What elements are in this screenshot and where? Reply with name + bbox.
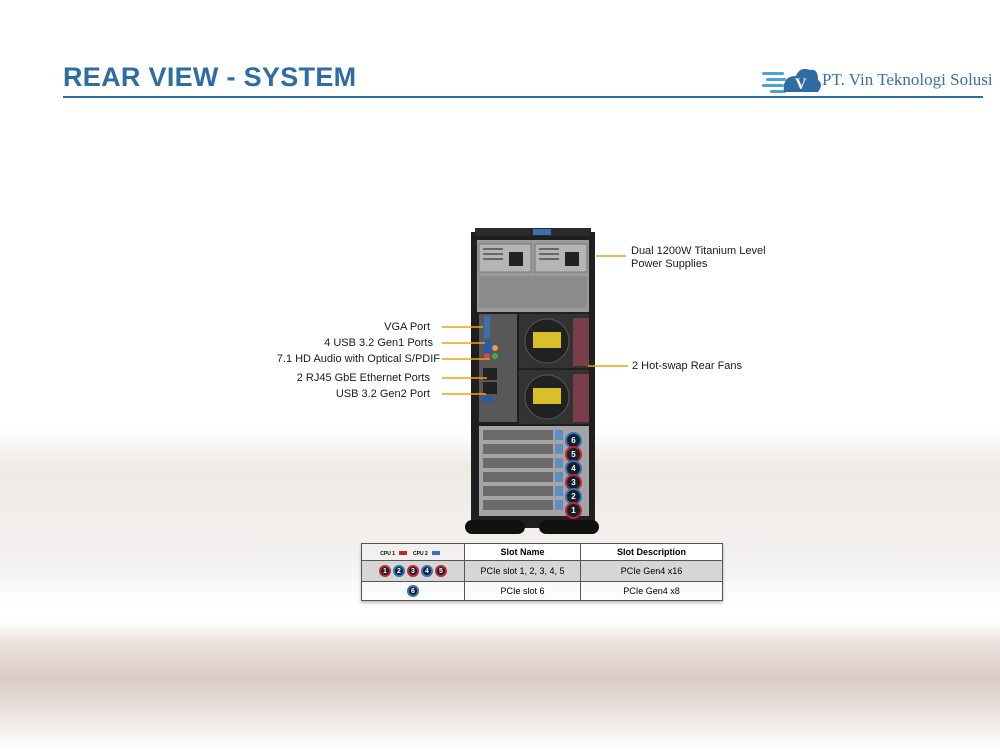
slot-description-cell: PCIe Gen4 x16 xyxy=(580,560,723,582)
legend-cpu1: CPU 1 xyxy=(380,551,395,557)
header-slot-description: Slot Description xyxy=(580,543,723,561)
hd-audio-label: 7.1 HD Audio with Optical S/PDIF xyxy=(276,353,440,365)
brand-name: PT. Vin Teknologi Solusi xyxy=(822,70,993,89)
slot-chip: 4 xyxy=(421,565,433,577)
cpu2-swatch-icon xyxy=(431,550,440,555)
cpu-legend: CPU 1 CPU 2 xyxy=(361,543,465,561)
table-row: 6 PCIe slot 6 PCIe Gen4 x8 xyxy=(361,581,723,601)
slot-name-cell: PCIe slot 6 xyxy=(464,581,581,601)
slot-chip: 6 xyxy=(407,585,419,597)
slot-chip: 5 xyxy=(435,565,447,577)
page-title: REAR VIEW - SYSTEM xyxy=(63,62,357,92)
rear-fans-label: 2 Hot-swap Rear Fans xyxy=(632,360,743,372)
title-underline xyxy=(63,96,983,98)
psu-label-line1: Dual 1200W Titanium Level xyxy=(631,245,766,257)
slot-chips: 6 xyxy=(361,581,465,601)
cpu1-swatch-icon xyxy=(399,550,407,555)
usb-gen1-label: 4 USB 3.2 Gen1 Ports xyxy=(324,337,433,349)
logo-letter: V xyxy=(795,76,807,93)
slot-marker-5: 5 xyxy=(565,446,582,463)
cloud-logo-icon: V xyxy=(762,68,821,93)
usb-gen2-label: USB 3.2 Gen2 Port xyxy=(335,388,430,400)
header-slot-name: Slot Name xyxy=(464,543,581,561)
rj45-label: 2 RJ45 GbE Ethernet Ports xyxy=(296,372,430,384)
slot-marker-1: 1 xyxy=(565,502,582,519)
slot-chip: 1 xyxy=(379,565,391,577)
slot-description-cell: PCIe Gen4 x8 xyxy=(580,581,723,601)
legend-cpu2: CPU 2 xyxy=(413,551,428,557)
psu-label-line2: Power Supplies xyxy=(631,258,708,270)
slot-chip: 2 xyxy=(393,565,405,577)
slot-name-cell: PCIe slot 1, 2, 3, 4, 5 xyxy=(464,560,581,582)
vga-port-label: VGA Port xyxy=(384,321,430,333)
slot-chip: 3 xyxy=(407,565,419,577)
